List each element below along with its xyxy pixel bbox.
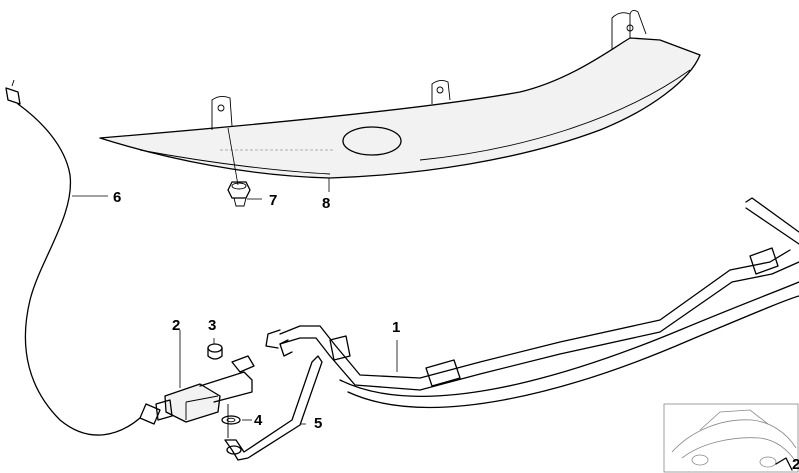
thumbnail-reference-car: 2 xyxy=(663,403,799,473)
callout-6: 6 xyxy=(113,189,121,206)
bracket-part-5 xyxy=(224,355,323,461)
callout-7: 7 xyxy=(269,192,277,209)
thumbnail-ref-label: 2 xyxy=(792,456,799,473)
callout-5: 5 xyxy=(314,415,322,432)
cable-part-6 xyxy=(5,79,161,436)
callout-1: 1 xyxy=(392,319,400,336)
valve-unit-part-2 xyxy=(155,330,255,423)
washer-part-4 xyxy=(221,415,252,425)
callout-8: 8 xyxy=(322,195,330,212)
callout-2: 2 xyxy=(172,317,180,334)
callout-3: 3 xyxy=(208,317,216,334)
callouts: 1 2 3 4 5 6 7 8 xyxy=(72,178,400,432)
callout-4: 4 xyxy=(254,412,263,429)
clip-part-7 xyxy=(227,127,251,207)
hose-line-part-1 xyxy=(265,197,799,409)
trim-panel-part-8 xyxy=(99,9,701,179)
cap-part-3 xyxy=(207,338,223,360)
